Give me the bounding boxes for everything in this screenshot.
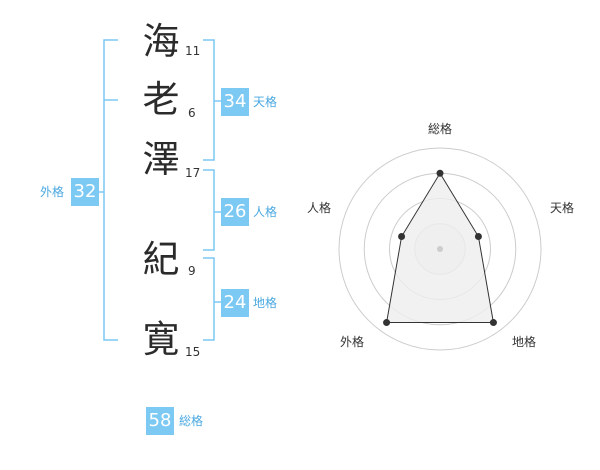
name-char-5: 寛 [142, 318, 180, 361]
stroke-count-3: 17 [185, 166, 201, 180]
radar-point [383, 319, 391, 327]
name-char-2: 老 [142, 78, 180, 121]
gaikaku-value: 32 [71, 178, 99, 206]
radar-point [398, 233, 406, 241]
stroke-count-5: 15 [185, 345, 201, 359]
axis-label-soukaku: 総格 [428, 121, 452, 136]
axis-label-jinkaku: 人格 [307, 200, 331, 215]
axis-label-chikaku: 地格 [512, 334, 536, 349]
gaikaku-label: 外格 [40, 185, 65, 199]
radar-point [489, 319, 497, 327]
tenkaku-label: 天格 [253, 95, 278, 109]
radar-point [474, 233, 482, 241]
axis-label-gaikaku: 外格 [340, 334, 364, 349]
tenkaku-value: 34 [221, 88, 249, 116]
stroke-count-1: 11 [185, 44, 201, 58]
radar-grid-ring [338, 147, 542, 351]
stroke-count-2: 6 [188, 106, 196, 120]
jinkaku-bracket [203, 169, 215, 251]
radar-center-dot [437, 246, 443, 252]
gaikaku-bracket [103, 39, 118, 341]
stroke-count-4: 9 [188, 264, 196, 278]
soukaku-label: 総格 [179, 414, 204, 428]
jinkaku-value: 26 [221, 198, 249, 226]
soukaku-value: 58 [146, 407, 174, 435]
jinkaku-label: 人格 [253, 205, 278, 219]
tenkaku-bracket [203, 39, 215, 161]
chikaku-value: 24 [221, 289, 249, 317]
chikaku-label: 地格 [253, 296, 278, 310]
name-char-1: 海 [142, 20, 180, 63]
name-char-4: 紀 [142, 238, 180, 281]
axis-label-tenkaku: 天格 [550, 200, 574, 215]
name-char-3: 澤 [142, 138, 180, 181]
chikaku-bracket [203, 257, 215, 341]
radar-point [436, 169, 444, 177]
